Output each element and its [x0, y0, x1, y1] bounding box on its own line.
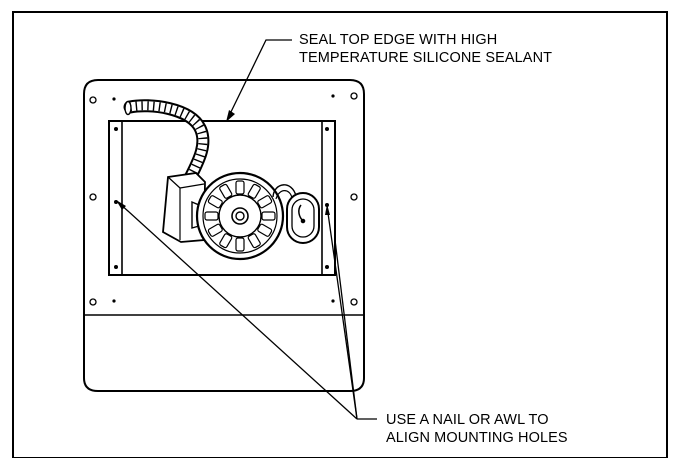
drawing-border	[12, 11, 668, 458]
capacitor	[272, 184, 320, 244]
blower-motor	[191, 171, 285, 261]
callout-align-line-1: USE A NAIL OR AWL TO	[386, 412, 549, 428]
mounting-plate	[83, 79, 365, 392]
plate-pilot-dots	[112, 94, 335, 303]
plate-mounting-holes	[89, 92, 358, 306]
callout-seal-top-edge: SEAL TOP EDGE WITH HIGH TEMPERATURE SILI…	[299, 31, 552, 67]
motor-vent-slots	[204, 180, 276, 252]
callout-align-holes: USE A NAIL OR AWL TO ALIGN MOUNTING HOLE…	[386, 411, 568, 447]
callout-seal-line-1: SEAL TOP EDGE WITH HIGH	[299, 32, 498, 48]
callout-seal-line-2: TEMPERATURE SILICONE SEALANT	[299, 50, 553, 66]
flange-holes	[114, 127, 329, 269]
top-callout-leader	[226, 39, 292, 122]
flexible-conduit	[123, 99, 210, 185]
bottom-callout-leader	[116, 200, 377, 420]
callout-align-line-2: ALIGN MOUNTING HOLES	[386, 430, 568, 446]
blower-housing	[108, 120, 336, 276]
